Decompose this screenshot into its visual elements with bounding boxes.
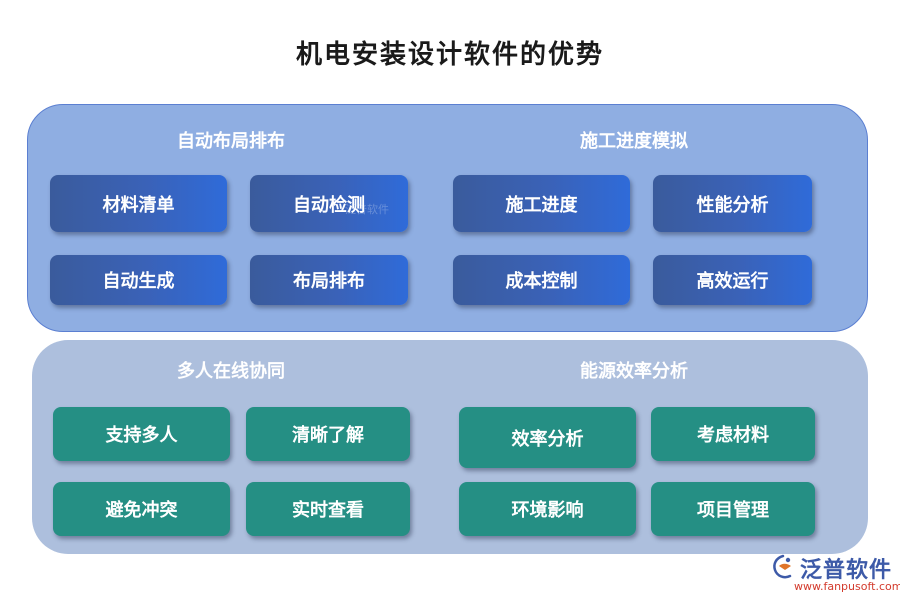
box-environmental-impact: 环境影响 [459,482,636,536]
box-construction-progress: 施工进度 [453,175,630,232]
logo-text: 泛普软件 [800,558,893,583]
box-realtime-view: 实时查看 [246,482,410,536]
logo-url: www.fanpusoft.com [794,580,900,593]
box-layout-arrange: 布局排布 [250,255,408,305]
box-cost-control: 成本控制 [453,255,630,305]
section-heading-collaboration: 多人在线协同 [177,361,285,382]
page-title: 机电安装设计软件的优势 [295,40,604,70]
box-auto-detect: 自动检测 [250,175,408,232]
box-efficient-operation: 高效运行 [653,255,812,305]
brand-logo: 泛普软件 www.fanpusoft.com [770,552,900,596]
box-avoid-conflict: 避免冲突 [53,482,230,536]
box-project-management: 项目管理 [651,482,815,536]
box-auto-generate: 自动生成 [50,255,227,305]
box-performance-analysis: 性能分析 [653,175,812,232]
box-material-list: 材料清单 [50,175,227,232]
box-consider-materials: 考虑材料 [651,407,815,461]
section-heading-auto-layout: 自动布局排布 [177,131,285,152]
section-heading-energy-efficiency: 能源效率分析 [580,361,688,382]
section-heading-construction-sim: 施工进度模拟 [580,131,688,152]
box-efficiency-analysis: 效率分析 [459,407,636,468]
box-clear-understanding: 清晰了解 [246,407,410,461]
watermark-text: 泛普软件 [345,203,389,216]
logo-icon [773,554,792,579]
box-multi-user: 支持多人 [53,407,230,461]
